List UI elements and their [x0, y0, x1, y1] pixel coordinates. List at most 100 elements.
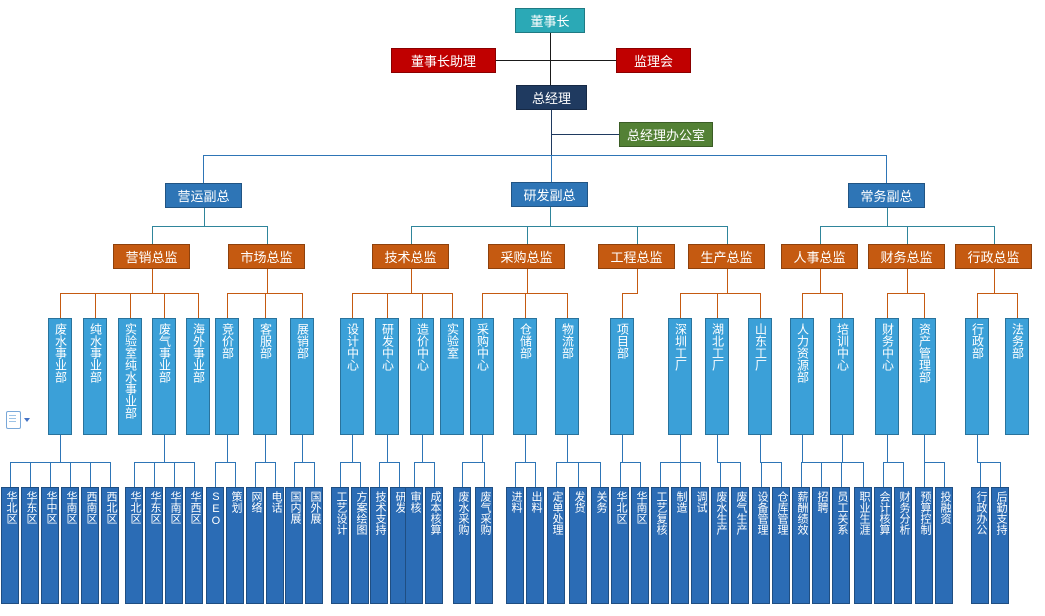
- dept-wastewater[interactable]: 废水事业部: [48, 318, 72, 435]
- team-recruiting[interactable]: 招聘: [812, 487, 830, 604]
- dept-training-center[interactable]: 培训中心: [830, 318, 854, 435]
- gm-office[interactable]: 总经理办公室: [619, 122, 713, 147]
- dir-engineering[interactable]: 工程总监: [598, 244, 675, 269]
- vp-rd[interactable]: 研发副总: [511, 182, 588, 207]
- team-manufacturing[interactable]: 制造: [671, 487, 689, 604]
- dept-lab-purewater[interactable]: 实验室纯水事业部: [118, 318, 142, 435]
- team-shipping[interactable]: 发货: [569, 487, 587, 604]
- connector-line: [515, 462, 516, 487]
- connector-line: [515, 462, 536, 463]
- team-commissioning[interactable]: 调试: [691, 487, 709, 604]
- team-outbound[interactable]: 出料: [526, 487, 544, 604]
- team-tech-support[interactable]: 技术支持: [370, 487, 388, 604]
- team-south-china-b[interactable]: 华南区: [165, 487, 183, 604]
- team-north-china-a[interactable]: 华北区: [1, 487, 19, 604]
- dept-shandong-factory[interactable]: 山东工厂: [748, 318, 772, 435]
- dir-production[interactable]: 生产总监: [688, 244, 765, 269]
- team-budget-control[interactable]: 预算控制: [915, 487, 933, 604]
- team-overseas-expo[interactable]: 国外展: [305, 487, 323, 604]
- dept-project[interactable]: 项目部: [610, 318, 634, 435]
- team-order-processing[interactable]: 定单处理: [547, 487, 565, 604]
- vp-executive[interactable]: 常务副总: [848, 183, 925, 208]
- team-south-china-c[interactable]: 华南区: [631, 487, 649, 604]
- team-admin-office[interactable]: 行政办公: [971, 487, 989, 604]
- team-wastegas-production[interactable]: 废气生产: [731, 487, 749, 604]
- team-process-design[interactable]: 工艺设计: [331, 487, 349, 604]
- team-north-china-b[interactable]: 华北区: [125, 487, 143, 604]
- team-east-china-b[interactable]: 华东区: [145, 487, 163, 604]
- dept-purewater[interactable]: 纯水事业部: [83, 318, 107, 435]
- dept-laboratory[interactable]: 实验室: [440, 318, 464, 435]
- dept-bidding[interactable]: 竞价部: [215, 318, 239, 435]
- team-central-china[interactable]: 华中区: [41, 487, 59, 604]
- dept-finance-center[interactable]: 财务中心: [875, 318, 899, 435]
- chairman[interactable]: 董事长: [515, 8, 585, 33]
- team-southwest-china[interactable]: 西南区: [81, 487, 99, 604]
- team-domestic-expo[interactable]: 国内展: [285, 487, 303, 604]
- team-review[interactable]: 审核: [405, 487, 423, 604]
- connector-line: [482, 293, 483, 318]
- team-north-china-c[interactable]: 华北区: [611, 487, 629, 604]
- connector-line: [1017, 293, 1018, 318]
- team-south-china-a[interactable]: 华南区: [61, 487, 79, 604]
- dir-market[interactable]: 市场总监: [228, 244, 305, 269]
- team-east-china-a[interactable]: 华东区: [21, 487, 39, 604]
- dept-logistics[interactable]: 物流部: [555, 318, 579, 435]
- connector-line: [198, 293, 199, 318]
- dept-customer-service[interactable]: 客服部: [253, 318, 277, 435]
- dept-purchasing-center[interactable]: 采购中心: [470, 318, 494, 435]
- chairman-assistant[interactable]: 董事长助理: [391, 48, 496, 73]
- supervisory-board[interactable]: 监理会: [616, 48, 691, 73]
- team-accounting[interactable]: 会计核算: [874, 487, 892, 604]
- team-customs[interactable]: 关务: [591, 487, 609, 604]
- dept-cost-center[interactable]: 造价中心: [410, 318, 434, 435]
- team-warehouse-mgmt[interactable]: 仓库管理: [772, 487, 790, 604]
- team-equipment-mgmt[interactable]: 设备管理: [752, 487, 770, 604]
- dept-rd-center[interactable]: 研发中心: [375, 318, 399, 435]
- team-cost-accounting[interactable]: 成本核算: [425, 487, 443, 604]
- team-west-china[interactable]: 华西区: [185, 487, 203, 604]
- dir-purchasing[interactable]: 采购总监: [488, 244, 565, 269]
- team-compensation[interactable]: 薪酬绩效: [792, 487, 810, 604]
- dept-legal[interactable]: 法务部: [1005, 318, 1029, 435]
- team-wastegas-purchasing[interactable]: 废气采购: [475, 487, 493, 604]
- team-employee-relations[interactable]: 员工关系: [832, 487, 850, 604]
- team-logistics-support[interactable]: 后勤支持: [991, 487, 1009, 604]
- dept-shenzhen-factory[interactable]: 深圳工厂: [668, 318, 692, 435]
- dept-design-center[interactable]: 设计中心: [340, 318, 364, 435]
- dir-marketing[interactable]: 营销总监: [113, 244, 190, 269]
- dept-hr[interactable]: 人力资源部: [790, 318, 814, 435]
- team-wastewater-production[interactable]: 废水生产: [711, 487, 729, 604]
- team-inbound[interactable]: 进料: [506, 487, 524, 604]
- dept-administration[interactable]: 行政部: [965, 318, 989, 435]
- dept-exhibition[interactable]: 展销部: [290, 318, 314, 435]
- team-career-dev[interactable]: 职业生涯: [854, 487, 872, 604]
- team-scheme-drawing[interactable]: 方案绘图: [351, 487, 369, 604]
- team-online[interactable]: 网络: [246, 487, 264, 604]
- dept-wastegas[interactable]: 废气事业部: [152, 318, 176, 435]
- vp-operations[interactable]: 营运副总: [165, 183, 242, 208]
- dir-admin[interactable]: 行政总监: [955, 244, 1032, 269]
- team-financial-analysis[interactable]: 财务分析: [894, 487, 912, 604]
- dept-overseas[interactable]: 海外事业部: [186, 318, 210, 435]
- dir-hr[interactable]: 人事总监: [781, 244, 858, 269]
- connector-line: [1000, 462, 1001, 487]
- team-seo[interactable]: SEO: [206, 487, 224, 604]
- dir-finance[interactable]: 财务总监: [868, 244, 945, 269]
- dept-hubei-factory[interactable]: 湖北工厂: [705, 318, 729, 435]
- dir-tech[interactable]: 技术总监: [372, 244, 449, 269]
- connector-line: [980, 462, 981, 487]
- connector-line: [720, 462, 721, 487]
- team-northwest-china[interactable]: 西北区: [101, 487, 119, 604]
- team-planning[interactable]: 策划: [226, 487, 244, 604]
- general-manager[interactable]: 总经理: [516, 85, 587, 110]
- connector-line: [194, 462, 195, 487]
- dept-warehouse[interactable]: 仓储部: [513, 318, 537, 435]
- dept-asset-mgmt[interactable]: 资产管理部: [912, 318, 936, 435]
- connector-line: [482, 435, 483, 462]
- paste-options-button[interactable]: [6, 408, 38, 432]
- team-wastewater-purchasing[interactable]: 废水采购: [453, 487, 471, 604]
- team-investment-financing[interactable]: 投融资: [935, 487, 953, 604]
- team-phone[interactable]: 电话: [266, 487, 284, 604]
- team-process-review[interactable]: 工艺复核: [651, 487, 669, 604]
